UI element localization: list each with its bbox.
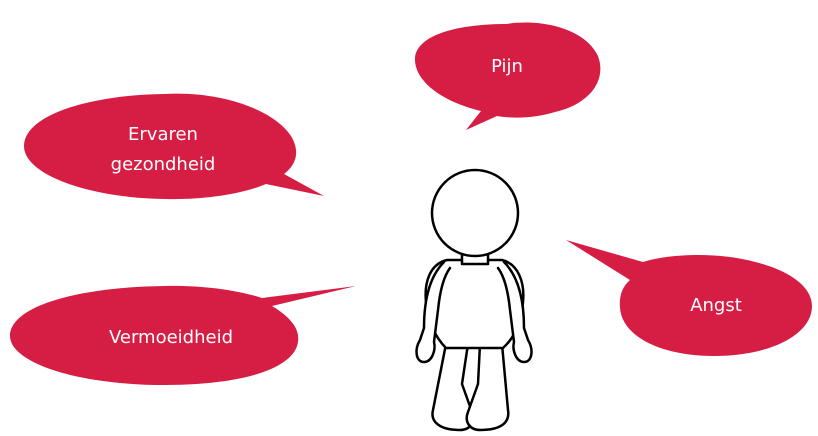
bubble-label-pijn: Pijn xyxy=(491,56,523,77)
person-head xyxy=(432,170,518,256)
speech-bubble-angst-shape xyxy=(566,240,812,356)
speech-bubble-vermoeidheid: Vermoeidheid xyxy=(10,286,356,385)
speech-bubble-ervaren-gezondheid: Ervaren gezondheid xyxy=(24,94,324,200)
speech-bubble-pijn: Pijn xyxy=(415,22,600,130)
bubble-label-ervaren: Ervaren xyxy=(128,124,198,145)
bubble-label-vermoeidheid: Vermoeidheid xyxy=(109,327,233,348)
speech-bubble-angst: Angst xyxy=(566,240,812,356)
bubble-label-gezondheid: gezondheid xyxy=(111,154,216,175)
bubble-label-angst: Angst xyxy=(690,295,742,316)
person-right-leg xyxy=(467,344,509,430)
person-figure-icon xyxy=(417,170,532,430)
speech-bubble-ervaren-gezondheid-shape xyxy=(24,94,324,200)
